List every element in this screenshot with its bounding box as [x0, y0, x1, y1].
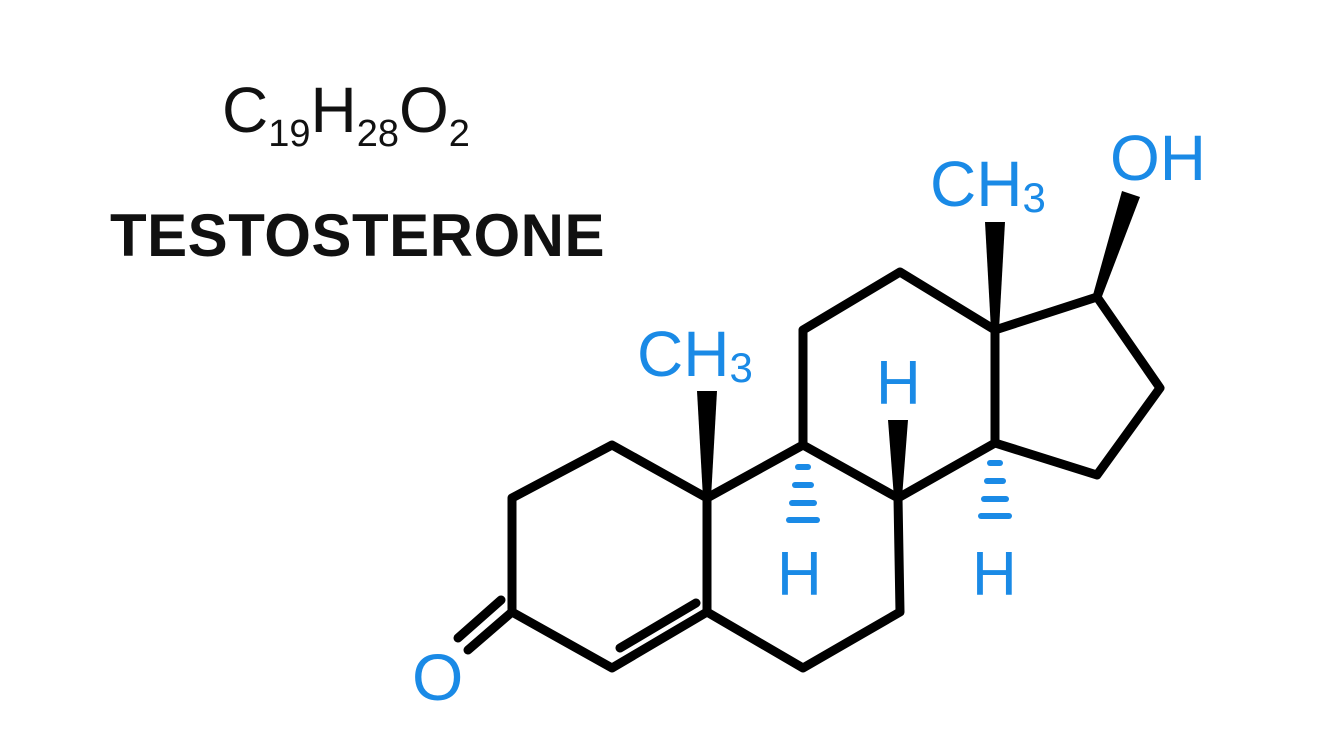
hydroxyl-label: OH [1110, 122, 1206, 194]
ring-c [798, 267, 1000, 503]
carbonyl-bond-1 [463, 607, 517, 655]
hashed-bond-c14-h [978, 460, 1012, 519]
wedge-c10-methyl [697, 391, 717, 498]
wedge-c8-h [888, 420, 908, 498]
formula-carbon-count: 19 [268, 113, 311, 155]
double-bond-c4-c5 [615, 598, 701, 653]
molecular-formula: C19H28O2 [222, 78, 470, 153]
methyl-label-c13: CH3 [930, 148, 1046, 221]
hydrogen-label-c8: H [876, 349, 921, 418]
compound-name: TESTOSTERONE [110, 202, 605, 269]
ring-a [507, 440, 712, 673]
ring-b [702, 440, 905, 673]
carbonyl-bond-2 [453, 595, 506, 643]
formula-oxygen: O [399, 74, 449, 146]
formula-oxygen-count: 2 [448, 113, 470, 155]
oxygen-label: O [412, 640, 463, 714]
formula-carbon: C [222, 74, 269, 146]
formula-hydrogen: H [310, 74, 357, 146]
formula-hydrogen-count: 28 [356, 113, 399, 155]
hashed-bond-c9-h [786, 464, 820, 523]
skeleton-bonds [453, 267, 1165, 673]
wedge-c17-oh [1093, 191, 1140, 299]
wedge-c13-methyl [985, 222, 1005, 330]
hydrogen-label-c14: H [972, 540, 1017, 609]
hydrogen-label-c9: H [777, 540, 822, 609]
ring-d [990, 292, 1165, 480]
methyl-label-c10: CH3 [637, 318, 753, 391]
